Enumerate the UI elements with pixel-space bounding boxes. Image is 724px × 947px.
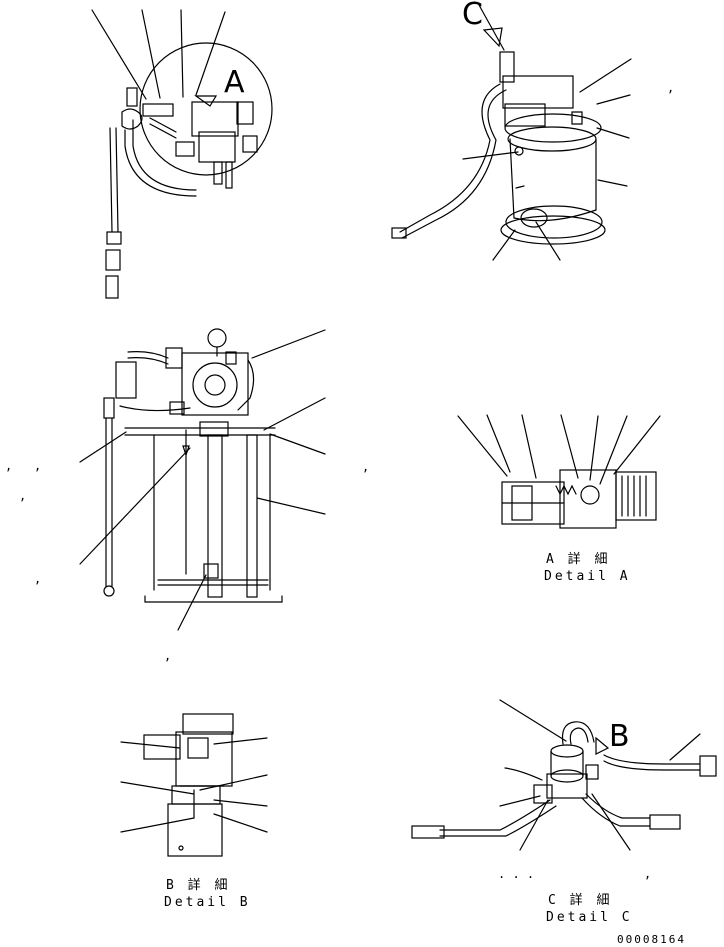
callout-c: C [462,0,483,32]
comma-mark-5: , [362,460,370,474]
comma-mark-2: , [5,459,13,473]
view-middle-left-stand [79,328,326,631]
detail-b-caption-jp: B 詳 細 [166,878,231,893]
comma-mark-7: , [164,649,172,663]
dot-row-detail-c-right: , [644,867,652,881]
comma-mark-1: , [667,81,675,95]
view-detail-c-valve-block [411,699,717,851]
callout-b: B [609,719,630,754]
figure-id: 00008164 [617,933,686,946]
dot-row-detail-c: . . . [498,867,535,881]
comma-mark-3: , [34,459,42,473]
detail-a-caption-en: Detail A [544,569,631,584]
view-top-left-pump [91,9,273,299]
detail-c-caption-en: Detail C [546,910,633,925]
view-detail-a-valve [457,414,661,529]
detail-c-caption-jp: C 詳 細 [548,893,613,908]
detail-a-caption-jp: A 詳 細 [546,552,611,567]
view-detail-b-solenoid [120,713,268,857]
detail-b-caption-en: Detail B [164,895,251,910]
view-top-right-tank [391,4,632,261]
callout-a: A [224,65,245,100]
comma-mark-6: , [34,572,42,586]
comma-mark-4: , [19,489,27,503]
